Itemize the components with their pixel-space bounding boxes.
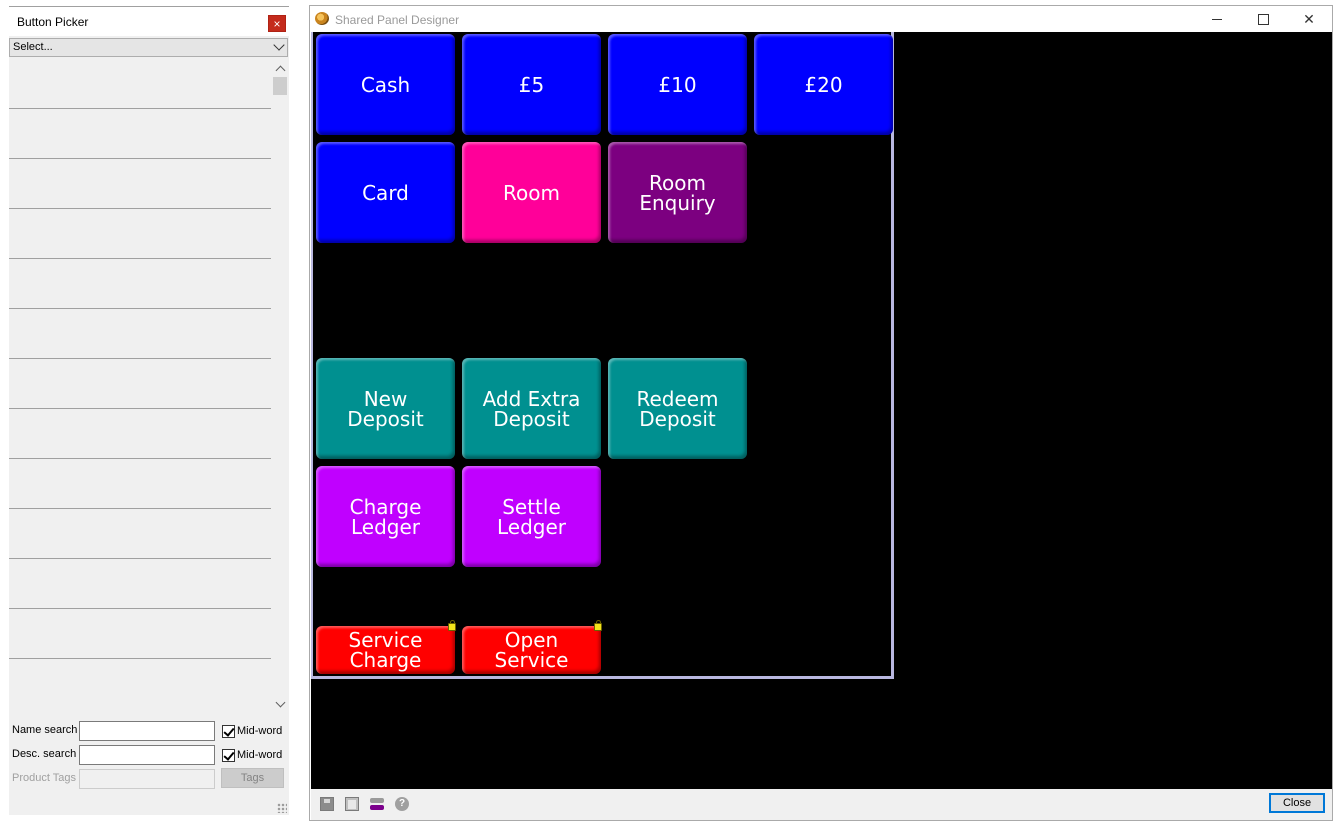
help-icon[interactable]: ? [395, 797, 409, 811]
list-item[interactable] [9, 409, 271, 459]
list-item[interactable] [9, 59, 271, 109]
panel-button-card[interactable]: Card [316, 142, 455, 243]
panel-button-label: £5 [518, 72, 545, 97]
panel-button-label: Room Enquiry [639, 170, 716, 215]
panel-button-label: Card [362, 180, 409, 205]
panel-button-redeem-deposit[interactable]: Redeem Deposit [608, 358, 747, 459]
panel-button-label: Add Extra Deposit [482, 386, 581, 431]
panel-button-label: Charge Ledger [349, 494, 422, 539]
panel-button-label: Room [503, 180, 560, 205]
panel-button-add-extra-deposit[interactable]: Add Extra Deposit [462, 358, 601, 459]
name-search-row: Name search Mid-word [9, 719, 289, 741]
list-item[interactable] [9, 159, 271, 209]
panel-button-label: £10 [658, 72, 697, 97]
panel-button-10[interactable]: £10 [608, 34, 747, 135]
list-item[interactable] [9, 459, 271, 509]
panel-button-label: Redeem Deposit [636, 386, 719, 431]
name-midword-checkbox[interactable] [222, 725, 235, 738]
desc-search-label: Desc. search [12, 748, 77, 760]
page-icon[interactable] [345, 797, 359, 811]
layers-icon[interactable] [370, 797, 384, 811]
desc-search-row: Desc. search Mid-word [9, 743, 289, 765]
resize-grip-icon[interactable] [277, 803, 287, 813]
panel-button-label: Settle Ledger [496, 494, 566, 539]
button-list[interactable] [9, 59, 271, 709]
list-item[interactable] [9, 509, 271, 559]
name-search-input[interactable] [79, 721, 215, 741]
list-item[interactable] [9, 559, 271, 609]
product-tags-label: Product Tags [12, 772, 77, 784]
panel-button-20[interactable]: £20 [754, 34, 893, 135]
product-tags-row: Product Tags Tags [9, 767, 289, 789]
panel-button-label: Service Charge [348, 628, 423, 672]
window-close-icon[interactable]: ✕ [1303, 11, 1315, 27]
panel-button-label: Cash [360, 72, 411, 97]
desc-midword-checkbox[interactable] [222, 749, 235, 762]
panel-button-new-deposit[interactable]: New Deposit [316, 358, 455, 459]
scroll-down-icon[interactable] [275, 697, 286, 708]
list-item[interactable] [9, 359, 271, 409]
panel-button-room[interactable]: Room [462, 142, 601, 243]
chevron-down-icon [273, 39, 285, 51]
panel-button-label: Open Service [494, 628, 569, 672]
desc-search-input[interactable] [79, 745, 215, 765]
button-picker-panel: Button Picker × Select... Name search Mi… [9, 6, 289, 815]
product-tags-field [79, 769, 215, 789]
panel-button-label: £20 [804, 72, 843, 97]
list-item[interactable] [9, 609, 271, 659]
panel-button-charge-ledger[interactable]: Charge Ledger [316, 466, 455, 567]
name-search-label: Name search [12, 724, 78, 736]
list-item[interactable] [9, 209, 271, 259]
list-scrollbar[interactable] [272, 59, 288, 709]
designer-statusbar: ? Close [311, 789, 1332, 820]
scroll-thumb[interactable] [273, 77, 287, 95]
close-icon[interactable]: × [268, 15, 286, 32]
close-button[interactable]: Close [1269, 793, 1325, 813]
tags-button[interactable]: Tags [221, 768, 284, 788]
name-midword-label: Mid-word [237, 725, 283, 737]
scroll-up-icon[interactable] [275, 65, 286, 76]
maximize-icon[interactable] [1240, 6, 1286, 32]
desc-midword-label: Mid-word [237, 749, 283, 761]
designer-title-bar: Shared Panel Designer ✕ [310, 6, 1332, 32]
lock-icon [594, 620, 602, 631]
panel-button-cash[interactable]: Cash [316, 34, 455, 135]
category-select-value: Select... [13, 41, 53, 53]
category-select[interactable]: Select... [9, 38, 288, 57]
designer-title: Shared Panel Designer [335, 13, 460, 27]
list-item[interactable] [9, 309, 271, 359]
panel-button-label: New Deposit [347, 386, 424, 431]
panel-button-settle-ledger[interactable]: Settle Ledger [462, 466, 601, 567]
palette-icon [315, 12, 329, 25]
save-icon[interactable] [320, 797, 334, 811]
list-item[interactable] [9, 109, 271, 159]
list-item[interactable] [9, 659, 271, 709]
panel-button-5[interactable]: £5 [462, 34, 601, 135]
list-item[interactable] [9, 259, 271, 309]
panel-button-room-enquiry[interactable]: Room Enquiry [608, 142, 747, 243]
lock-icon [448, 620, 456, 631]
panel-button-open-service[interactable]: Open Service [462, 620, 602, 674]
panel-button-service-charge[interactable]: Service Charge [316, 620, 456, 674]
picker-title: Button Picker [17, 15, 89, 29]
picker-title-bar: Button Picker × [9, 6, 289, 36]
minimize-icon[interactable] [1194, 6, 1240, 32]
